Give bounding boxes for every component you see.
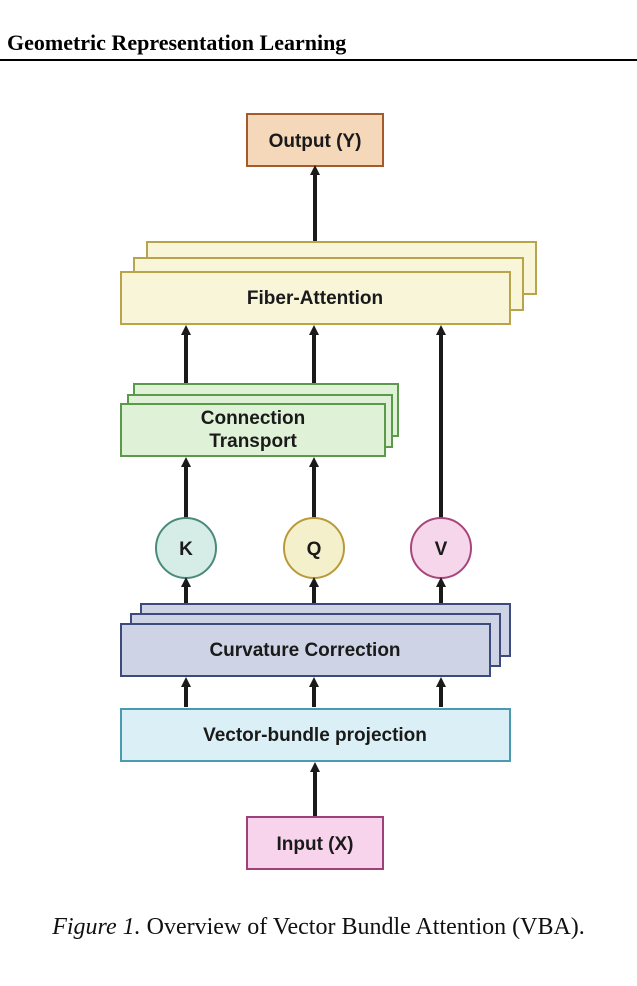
connection-transport-box <box>120 403 386 457</box>
connection-transport-node: Connection Transport <box>120 383 399 457</box>
output-node: Output (Y) <box>246 113 384 167</box>
connection-transport-label-line2: Transport <box>209 431 297 452</box>
header-rule <box>0 59 637 61</box>
k-label: K <box>179 539 193 560</box>
fiber-attention-label: Fiber-Attention <box>247 288 383 309</box>
figure-caption-label: Figure 1. <box>52 914 141 940</box>
page-header-title: Geometric Representation Learning <box>7 30 347 55</box>
vector-bundle-projection-box <box>120 708 511 762</box>
input-node: Input (X) <box>246 816 384 870</box>
input-label: Input (X) <box>276 834 353 855</box>
vector-bundle-projection-label: Vector-bundle projection <box>203 725 427 746</box>
fiber-attention-box <box>120 271 511 325</box>
q-label: Q <box>307 539 322 560</box>
v-label: V <box>435 539 448 560</box>
figure-caption-text: Overview of Vector Bundle Attention (VBA… <box>146 914 585 940</box>
vector-bundle-projection-node: Vector-bundle projection <box>120 708 511 762</box>
fiber-attention-node: Fiber-Attention <box>120 241 537 325</box>
input-box <box>246 816 384 870</box>
connection-transport-label-line1: Connection <box>201 408 306 429</box>
curvature-correction-box <box>120 623 491 677</box>
curvature-correction-node: Curvature Correction <box>120 603 511 677</box>
curvature-correction-label: Curvature Correction <box>209 640 400 661</box>
k-node: K <box>155 517 217 579</box>
figure-caption: Figure 1. Overview of Vector Bundle Atte… <box>0 914 637 941</box>
output-label: Output (Y) <box>269 131 362 152</box>
vba-architecture-diagram: Output (Y) Fiber-Attention Connection Tr… <box>120 113 537 870</box>
q-node: Q <box>283 517 345 579</box>
output-box <box>246 113 384 167</box>
v-node: V <box>410 517 472 579</box>
